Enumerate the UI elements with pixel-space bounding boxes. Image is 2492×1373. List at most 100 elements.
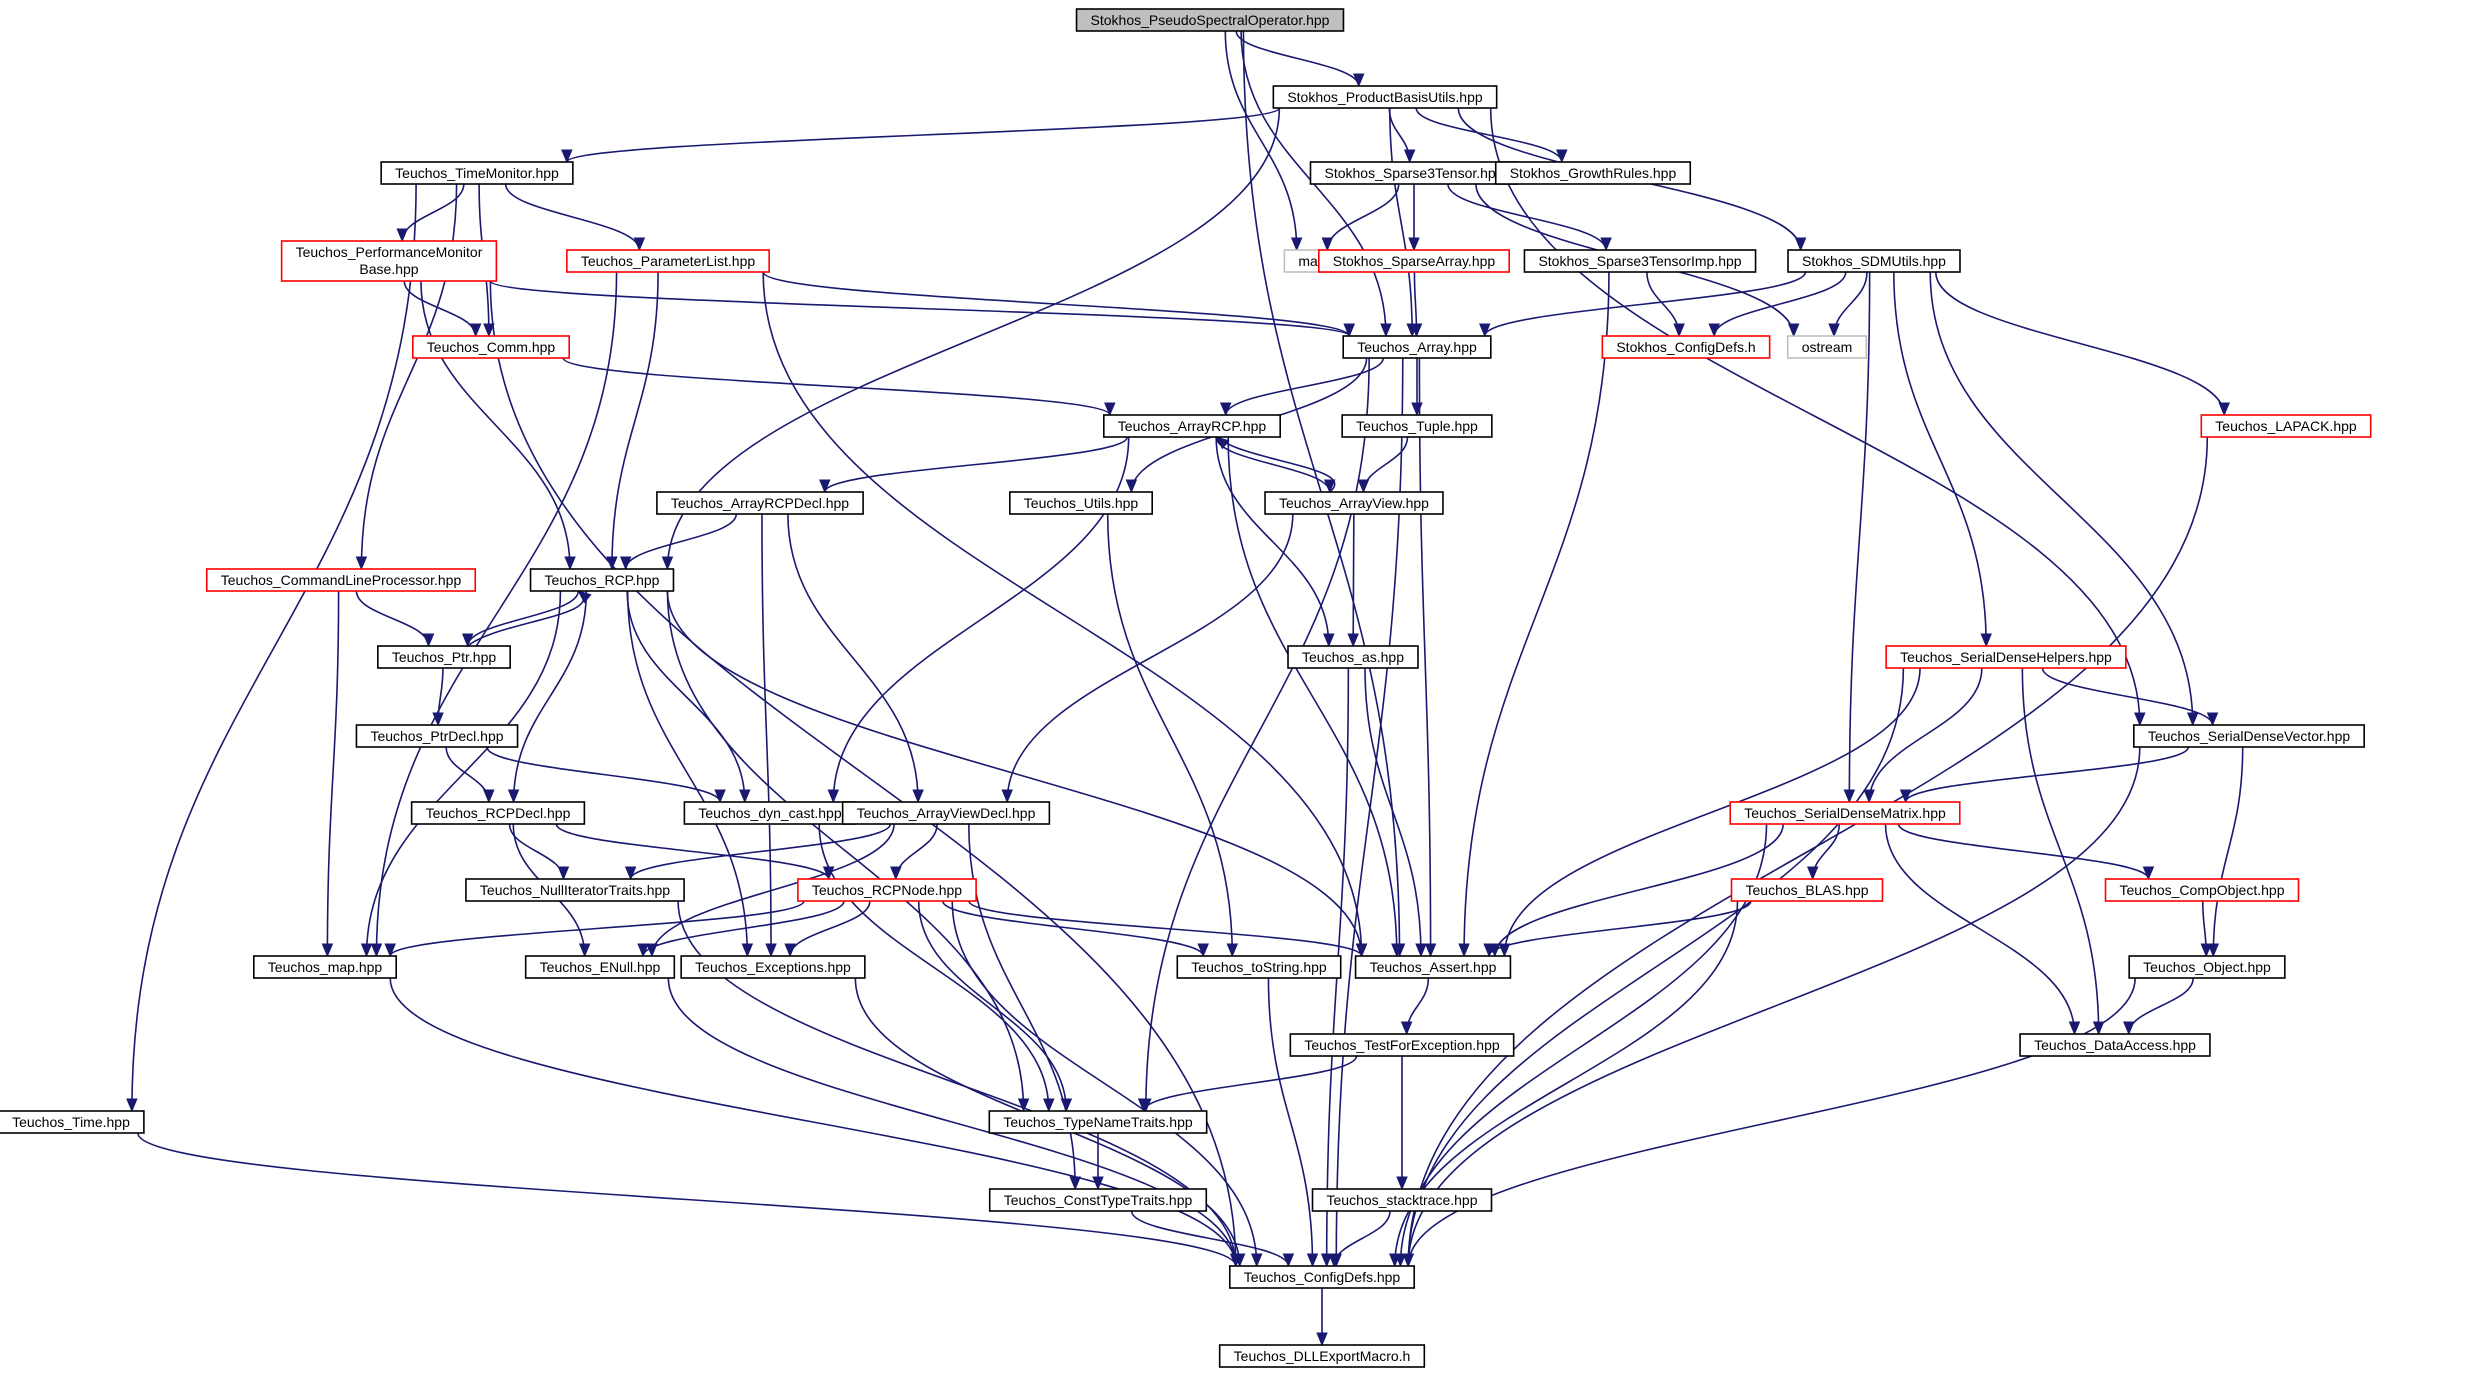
- node-teuchos-arrayview-hpp[interactable]: Teuchos_ArrayView.hpp: [1264, 491, 1444, 515]
- node-stokhos-pseudospectraloperator-hpp[interactable]: Stokhos_PseudoSpectralOperator.hpp: [1075, 8, 1345, 32]
- edge-arrowhead: [1483, 943, 1495, 958]
- node-teuchos-exceptions-hpp[interactable]: Teuchos_Exceptions.hpp: [680, 955, 866, 979]
- node-teuchos-rcp-hpp[interactable]: Teuchos_RCP.hpp: [529, 568, 675, 592]
- node-box: [1103, 414, 1281, 438]
- node-teuchos-rcpdecl-hpp[interactable]: Teuchos_RCPDecl.hpp: [410, 801, 586, 825]
- node-box: [797, 878, 977, 902]
- node-label: Teuchos_BLAS.hpp: [1746, 882, 1869, 898]
- node-stokhos-sdmutils-hpp[interactable]: Stokhos_SDMUtils.hpp: [1787, 249, 1961, 273]
- node-teuchos-arrayrcp-hpp[interactable]: Teuchos_ArrayRCP.hpp: [1103, 414, 1281, 438]
- node-label: Teuchos_Exceptions.hpp: [695, 959, 851, 975]
- node-teuchos-object-hpp[interactable]: Teuchos_Object.hpp: [2128, 955, 2286, 979]
- node-teuchos-nulliteratortraits-hpp[interactable]: Teuchos_NullIteratorTraits.hpp: [465, 878, 685, 902]
- node-teuchos-configdefs-hpp[interactable]: Teuchos_ConfigDefs.hpp: [1228, 1265, 1416, 1289]
- edge-arrowhead: [1479, 323, 1491, 338]
- node-stokhos-configdefs-h[interactable]: Stokhos_ConfigDefs.h: [1601, 335, 1771, 359]
- edge-line: [667, 977, 1237, 1267]
- edge-line: [761, 513, 772, 957]
- node-stokhos-productbasisutils-hpp[interactable]: Stokhos_ProductBasisUtils.hpp: [1272, 85, 1498, 109]
- edge-line: [445, 746, 490, 803]
- node-teuchos-time-hpp[interactable]: Teuchos_Time.hpp: [0, 1110, 145, 1134]
- edge-n1-n4: [1388, 107, 1416, 164]
- edge-n15-n24: [1215, 436, 1335, 648]
- node-teuchos-array-hpp[interactable]: Teuchos_Array.hpp: [1342, 335, 1492, 359]
- node-teuchos-lapack-hpp[interactable]: Teuchos_LAPACK.hpp: [2200, 414, 2372, 438]
- node-stokhos-sparsearray-hpp[interactable]: Stokhos_SparseArray.hpp: [1318, 249, 1510, 273]
- edge-line: [1811, 823, 1841, 880]
- edge-arrowhead: [1708, 323, 1720, 338]
- edge-line: [486, 746, 721, 803]
- node-teuchos-serialdensevector-hpp[interactable]: Teuchos_SerialDenseVector.hpp: [2133, 724, 2365, 748]
- node-teuchos-typenametraits-hpp[interactable]: Teuchos_TypeNameTraits.hpp: [988, 1110, 1208, 1134]
- node-teuchos-tuple-hpp[interactable]: Teuchos_Tuple.hpp: [1341, 414, 1493, 438]
- node-box: [656, 491, 864, 515]
- edge-line: [137, 1132, 1237, 1267]
- node-label: Teuchos_ArrayRCP.hpp: [1118, 418, 1267, 434]
- edge-n26-n29: [486, 746, 726, 804]
- node-ostream[interactable]: ostream: [1786, 335, 1868, 359]
- node-stokhos-sparse3tensorimp-hpp[interactable]: Stokhos_Sparse3TensorImp.hpp: [1523, 249, 1757, 273]
- edge-line: [355, 590, 430, 647]
- node-teuchos-testforexception-hpp[interactable]: Teuchos_TestForException.hpp: [1289, 1033, 1515, 1057]
- node-teuchos-assert-hpp[interactable]: Teuchos_Assert.hpp: [1354, 955, 1512, 979]
- node-box: [380, 161, 574, 185]
- node-box: [524, 955, 676, 979]
- node-teuchos-stacktrace-hpp[interactable]: Teuchos_stacktrace.hpp: [1311, 1188, 1493, 1212]
- node-box: [355, 724, 519, 748]
- edge-arrowhead: [1600, 237, 1612, 252]
- node-teuchos-map-hpp[interactable]: Teuchos_map.hpp: [252, 955, 398, 979]
- node-teuchos-comm-hpp[interactable]: Teuchos_Comm.hpp: [412, 335, 570, 359]
- edge-arrowhead: [1215, 436, 1230, 450]
- edge-arrowhead: [765, 943, 777, 958]
- edge-arrowhead: [1380, 323, 1392, 338]
- node-teuchos-commandlineprocessor-hpp[interactable]: Teuchos_CommandLineProcessor.hpp: [205, 568, 477, 592]
- edge-arrowhead: [1230, 1253, 1242, 1268]
- edge-n4-n8: [1408, 184, 1420, 252]
- node-label: Teuchos_ArrayView.hpp: [1279, 495, 1429, 511]
- node-teuchos-compobject-hpp[interactable]: Teuchos_CompObject.hpp: [2104, 878, 2300, 902]
- edge-arrowhead: [1357, 479, 1370, 494]
- node-teuchos-arrayviewdecl-hpp[interactable]: Teuchos_ArrayViewDecl.hpp: [841, 801, 1051, 825]
- node-teuchos-utils-hpp[interactable]: Teuchos_Utils.hpp: [1009, 491, 1153, 515]
- node-teuchos-serialdensematrix-hpp[interactable]: Teuchos_SerialDenseMatrix.hpp: [1729, 801, 1961, 825]
- node-label: Stokhos_Sparse3Tensor.hpp: [1324, 165, 1503, 181]
- node-teuchos-blas-hpp[interactable]: Teuchos_BLAS.hpp: [1730, 878, 1884, 902]
- edge-n21-n36: [321, 590, 340, 958]
- node-teuchos-ptrdecl-hpp[interactable]: Teuchos_PtrDecl.hpp: [355, 724, 519, 748]
- node-teuchos-dataaccess-hpp[interactable]: Teuchos_DataAccess.hpp: [2019, 1033, 2211, 1057]
- node-teuchos-dyn-cast-hpp[interactable]: Teuchos_dyn_cast.hpp: [683, 801, 857, 825]
- node-teuchos-rcpnode-hpp[interactable]: Teuchos_RCPNode.hpp: [797, 878, 977, 902]
- edge-n22-n29: [626, 590, 751, 804]
- node-stokhos-sparse3tensor-hpp[interactable]: Stokhos_Sparse3Tensor.hpp: [1309, 161, 1519, 185]
- edge-n1-n22: [661, 107, 1281, 571]
- edge-line: [642, 900, 845, 957]
- edge-n4-n2: [1321, 183, 1400, 252]
- edge-line: [403, 280, 477, 337]
- node-teuchos-ptr-hpp[interactable]: Teuchos_Ptr.hpp: [377, 645, 511, 669]
- node-teuchos-parameterlist-hpp[interactable]: Teuchos_ParameterList.hpp: [566, 249, 770, 273]
- edge-n15-n40: [1227, 436, 1403, 958]
- node-teuchos-arrayrcpdecl-hpp[interactable]: Teuchos_ArrayRCPDecl.hpp: [656, 491, 864, 515]
- edge-arrowhead: [1458, 943, 1470, 958]
- node-teuchos-dllexportmacro-h[interactable]: Teuchos_DLLExportMacro.h: [1218, 1344, 1426, 1368]
- node-label: Teuchos_Tuple.hpp: [1356, 418, 1478, 434]
- edge-arrowhead: [819, 479, 831, 494]
- edge-n10-n17: [1935, 271, 2230, 417]
- node-teuchos-serialdensehelpers-hpp[interactable]: Teuchos_SerialDenseHelpers.hpp: [1885, 645, 2127, 669]
- node-teuchos-consttypetraits-hpp[interactable]: Teuchos_ConstTypeTraits.hpp: [988, 1188, 1208, 1212]
- edge-arrowhead: [1389, 1253, 1401, 1268]
- edge-n9-n40: [1458, 271, 1610, 958]
- node-box: [1342, 335, 1492, 359]
- node-teuchos-tostring-hpp[interactable]: Teuchos_toString.hpp: [1176, 955, 1342, 979]
- node-box: [2133, 724, 2365, 748]
- node-teuchos-enull-hpp[interactable]: Teuchos_ENull.hpp: [524, 955, 676, 979]
- edge-line: [2021, 667, 2100, 1035]
- node-box: [377, 645, 511, 669]
- node-stokhos-growthrules-hpp[interactable]: Stokhos_GrowthRules.hpp: [1494, 161, 1692, 185]
- node-teuchos-timemonitor-hpp[interactable]: Teuchos_TimeMonitor.hpp: [380, 161, 574, 185]
- node-teuchos-as-hpp[interactable]: Teuchos_as.hpp: [1287, 645, 1419, 669]
- edge-arrowhead: [1806, 866, 1819, 881]
- edge-arrowhead: [321, 943, 334, 958]
- edge-line: [1235, 30, 1360, 87]
